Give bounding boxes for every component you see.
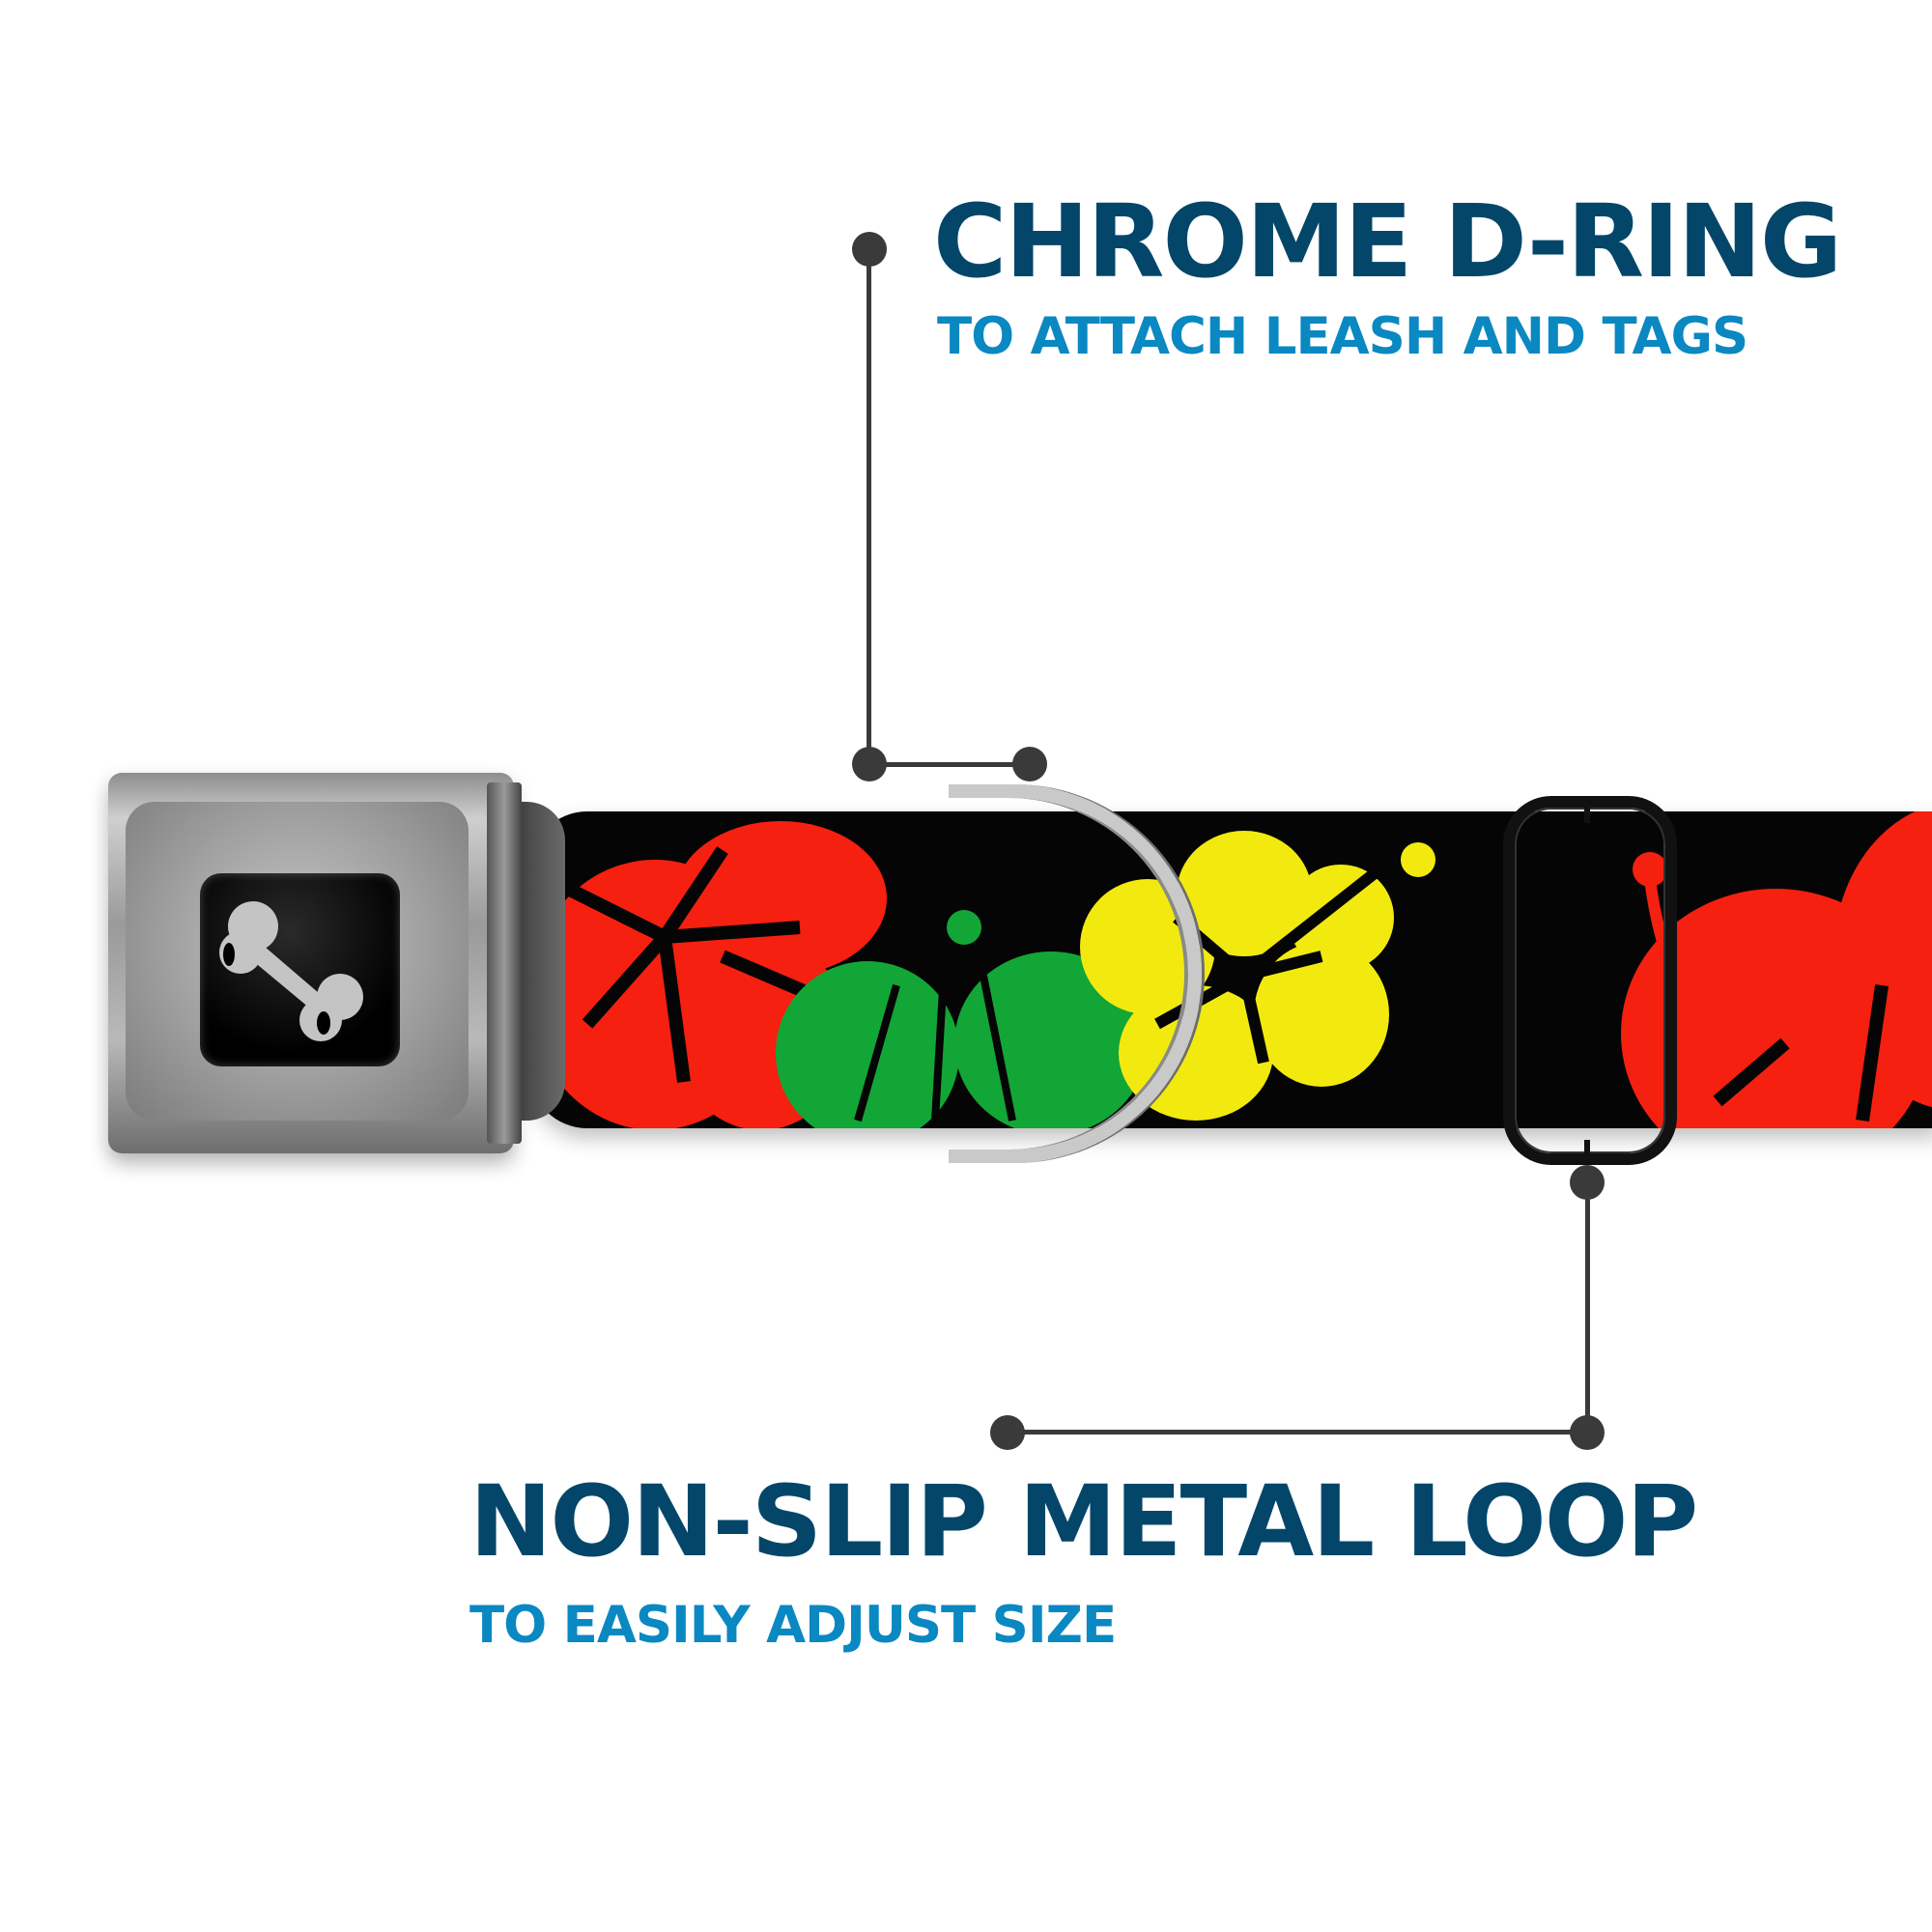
seatbelt-buckle[interactable] [108,773,522,1153]
loop-title: NON-SLIP METAL LOOP [469,1464,1698,1579]
callout-dot-mid-right [1012,747,1047,781]
loop-subtitle: TO EASILY ADJUST SIZE [469,1596,1117,1655]
metal-loop-notch-top [1584,798,1590,823]
callout-leader-horizontal [869,762,1030,767]
collar-strap [529,811,1932,1128]
callout-leader-vertical-2 [1585,1182,1590,1432]
hibiscus-pattern-icon [529,811,1932,1128]
metal-loop-slider[interactable] [1503,796,1677,1165]
callout-dot-end [990,1415,1025,1450]
metal-loop-notch-bottom [1584,1140,1590,1165]
bone-icon [219,901,363,1041]
d-ring-subtitle: TO ATTACH LEASH AND TAGS [937,307,1748,366]
buckle-badge [200,873,400,1066]
callout-leader-horizontal-2 [1008,1430,1587,1435]
buckle-side-plate [487,782,522,1144]
callout-leader-vertical [867,249,871,764]
d-ring-title: CHROME D-RING [933,183,1842,300]
